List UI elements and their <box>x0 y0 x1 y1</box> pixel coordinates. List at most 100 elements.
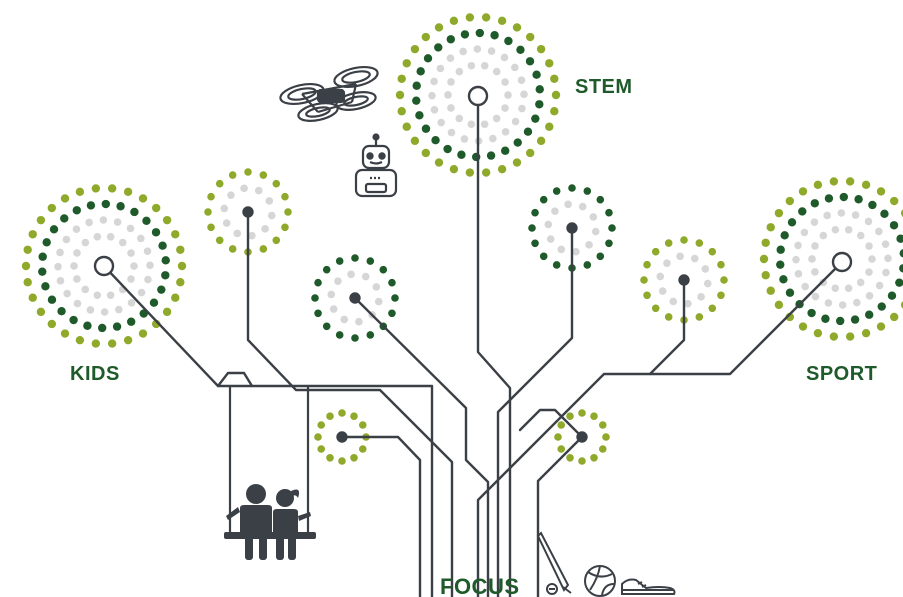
cluster-dot <box>844 225 853 234</box>
cluster-dot <box>207 223 215 232</box>
cluster-dot <box>501 146 510 155</box>
cluster-dot <box>889 196 899 206</box>
cluster-dot <box>501 104 509 112</box>
cluster-dot <box>813 328 823 338</box>
cluster-dot <box>511 63 519 72</box>
cluster-dot <box>566 412 574 421</box>
swing-ropes <box>228 386 310 535</box>
cluster-dot <box>811 268 819 276</box>
cluster-dot <box>101 199 111 209</box>
cluster-dot <box>123 335 133 345</box>
cluster-dot <box>876 187 886 196</box>
cluster-dot <box>143 247 152 255</box>
cluster-dot <box>233 229 242 238</box>
cluster-dot <box>531 114 540 123</box>
cluster-dot <box>81 285 90 294</box>
cluster-dot <box>176 245 185 254</box>
cluster-dot <box>56 277 65 285</box>
cluster-dot <box>215 236 224 245</box>
cluster-dot <box>837 209 846 217</box>
cluster-dot <box>536 136 546 146</box>
label-sport: SPORT <box>806 363 877 385</box>
cluster-dot <box>137 234 145 243</box>
cluster-dot <box>176 278 185 287</box>
cluster-dot <box>73 249 81 257</box>
cluster-dot <box>819 278 828 287</box>
cluster-dot <box>366 331 375 339</box>
cluster-dot <box>38 252 47 261</box>
cluster-dot <box>86 201 96 210</box>
cluster-dot <box>421 32 431 42</box>
cluster-dot <box>590 412 598 421</box>
cluster-dot <box>535 100 544 109</box>
cluster-dot <box>798 187 808 196</box>
cluster-dot <box>651 304 660 313</box>
cluster-dot <box>455 114 464 123</box>
cluster-dot <box>467 61 476 70</box>
cluster-dot <box>36 215 46 225</box>
cluster-dot <box>144 275 152 284</box>
cluster-dot <box>881 240 890 248</box>
cluster-dot <box>868 200 877 210</box>
branch-right-mid <box>476 278 686 597</box>
cluster-dot <box>460 30 470 39</box>
cluster-dot <box>162 307 172 317</box>
cluster-dot <box>602 433 610 441</box>
cluster-dot <box>868 255 876 263</box>
circuit-lines <box>102 94 844 597</box>
cluster-dot <box>73 275 81 283</box>
cluster-dot <box>528 224 536 232</box>
cluster-dot <box>900 209 903 217</box>
cluster-dot <box>81 238 90 247</box>
cluster-dot <box>798 207 807 216</box>
cluster-dot <box>708 247 717 256</box>
cluster-dot <box>589 213 598 221</box>
cluster-dot <box>228 171 237 179</box>
cluster-dot <box>161 256 170 265</box>
cluster-dot <box>880 209 889 219</box>
cluster-dot <box>551 90 561 100</box>
cluster-dot <box>794 270 803 278</box>
cluster-dot <box>887 291 897 300</box>
cluster-dot <box>158 241 167 250</box>
cluster-dot <box>552 261 561 269</box>
cluster-dot <box>480 120 489 129</box>
cluster-dot <box>566 453 574 462</box>
cluster-dot <box>475 28 485 38</box>
cluster-dot <box>38 267 47 276</box>
cluster-dot <box>861 328 871 338</box>
cluster-dot <box>497 164 507 174</box>
cluster-dot <box>785 196 795 206</box>
cluster-dot <box>676 252 684 261</box>
cluster-dot <box>423 54 433 63</box>
cluster-dot <box>896 234 903 243</box>
cluster-dot <box>366 257 375 265</box>
cluster-dot <box>774 208 784 218</box>
cluster-dot <box>829 332 839 341</box>
cluster-dot <box>465 168 475 177</box>
cluster-dot <box>272 236 281 245</box>
cluster-dot <box>572 247 580 256</box>
cluster-dot <box>545 122 554 131</box>
cluster-dot <box>703 279 712 288</box>
cluster-dot <box>351 334 359 342</box>
cluster-dot <box>338 457 346 465</box>
cluster-dot <box>761 271 770 280</box>
node-left-upper <box>242 206 254 218</box>
cluster-dot <box>457 150 466 159</box>
cluster-dot <box>856 278 865 287</box>
cluster-dot <box>539 252 548 261</box>
center-left-cluster <box>311 254 399 342</box>
cluster-dot <box>338 409 346 417</box>
cluster-dot <box>899 264 903 273</box>
cluster-dot <box>284 208 292 216</box>
branch-left-upper <box>246 210 454 597</box>
cluster-dot <box>447 104 455 112</box>
cluster-dot <box>449 164 459 174</box>
cluster-dot <box>436 64 445 73</box>
cluster-dot <box>536 44 546 54</box>
left-upper-cluster <box>204 168 292 256</box>
cluster-dot <box>317 421 326 429</box>
cluster-dot <box>358 421 367 429</box>
